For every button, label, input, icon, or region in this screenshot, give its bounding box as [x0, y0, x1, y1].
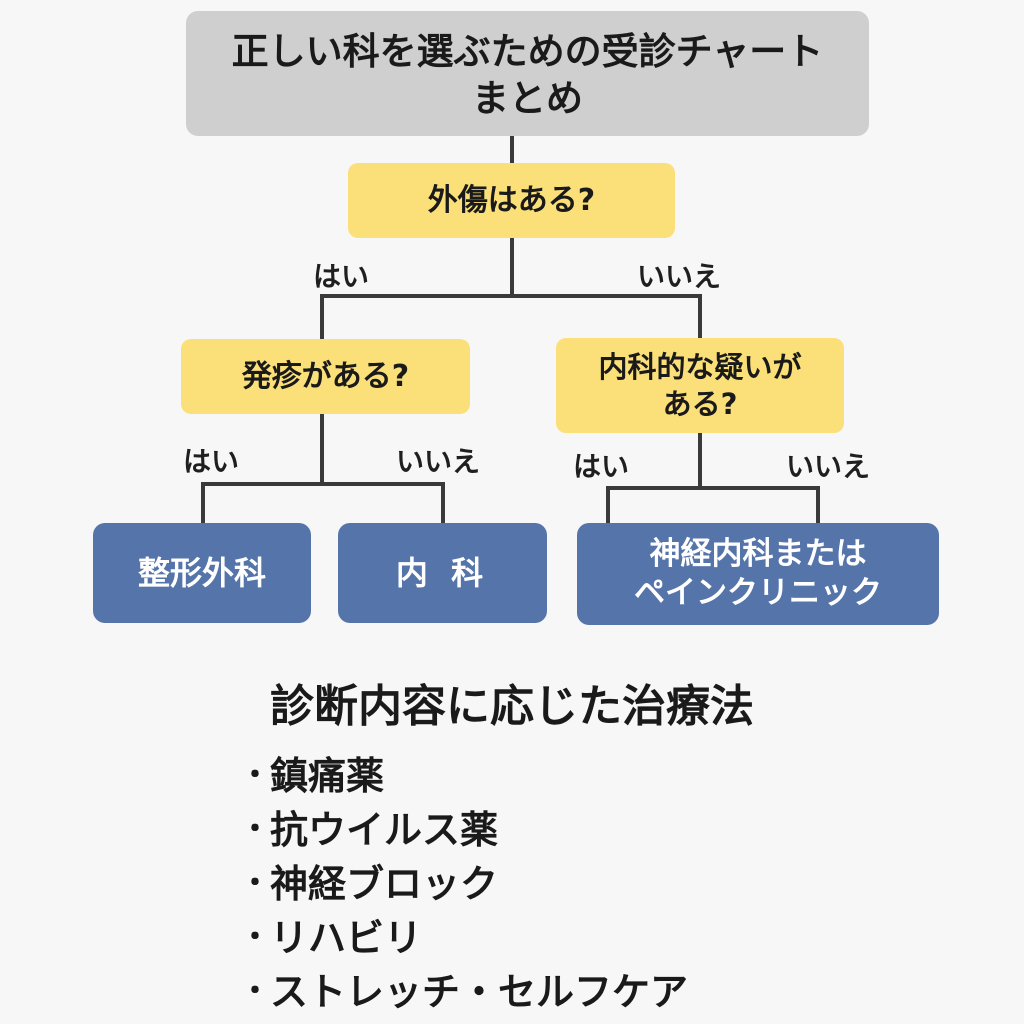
- question-trauma: 外傷はある?: [348, 163, 675, 238]
- bullet-icon: ・: [240, 920, 270, 955]
- treatment-item: ・ 抗ウイルス薬: [240, 799, 688, 853]
- bullet-icon: ・: [240, 866, 270, 901]
- branch-label-no: いいえ: [786, 450, 871, 483]
- branch-label-yes: はい: [183, 445, 240, 478]
- treatment-section-title: 診断内容に応じた治療法: [270, 681, 754, 732]
- chart-title: 正しい科を選ぶための受診チャート まとめ: [186, 11, 869, 136]
- question-rash: 発疹がある?: [181, 339, 470, 414]
- result-neurology-pain-clinic: 神経内科または ペインクリニック: [577, 523, 939, 625]
- treatment-item-label: リハビリ: [270, 915, 423, 960]
- treatment-item: ・ 神経ブロック: [240, 853, 688, 907]
- branch-label-yes: はい: [313, 260, 370, 293]
- bullet-icon: ・: [240, 758, 270, 793]
- question-internal: 内科的な疑いが ある?: [556, 338, 844, 433]
- branch-label-no: いいえ: [396, 445, 481, 478]
- branch-label-no: いいえ: [637, 260, 722, 293]
- treatment-item-label: 神経ブロック: [270, 861, 499, 906]
- treatment-item: ・ ストレッチ・セルフケア: [240, 961, 688, 1015]
- bullet-icon: ・: [240, 812, 270, 847]
- treatment-list: ・ 鎮痛薬 ・ 抗ウイルス薬 ・ 神経ブロック ・ リハビリ ・ ストレッチ・セ…: [240, 745, 688, 1015]
- treatment-item: ・ 鎮痛薬: [240, 745, 688, 799]
- treatment-item: ・ リハビリ: [240, 907, 688, 961]
- branch-label-yes: はい: [573, 450, 630, 483]
- treatment-item-label: 抗ウイルス薬: [270, 807, 499, 852]
- result-orthopedics: 整形外科: [93, 523, 311, 623]
- treatment-item-label: ストレッチ・セルフケア: [270, 969, 689, 1014]
- bullet-icon: ・: [240, 974, 270, 1009]
- result-internal-medicine: 内 科: [338, 523, 547, 623]
- treatment-item-label: 鎮痛薬: [270, 753, 385, 798]
